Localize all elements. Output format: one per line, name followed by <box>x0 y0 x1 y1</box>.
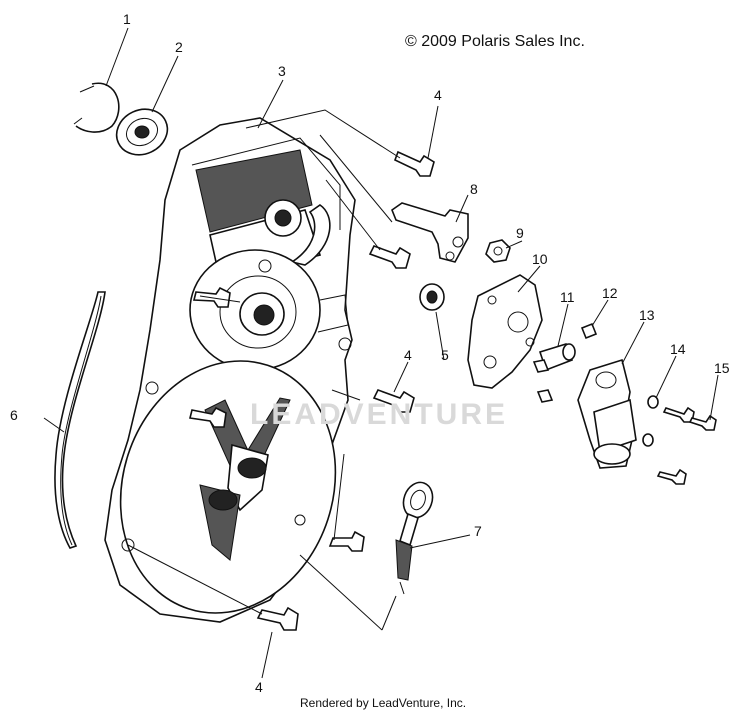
part-screws <box>532 322 598 403</box>
part-nut <box>485 239 511 263</box>
part-seal <box>115 108 169 156</box>
callout-1: 1 <box>123 11 131 27</box>
callout-4-top: 4 <box>434 87 442 103</box>
callout-5: 5 <box>441 347 449 363</box>
part-bolt-upper <box>393 150 435 177</box>
part-bolt-case <box>189 286 231 428</box>
copyright-text: © 2009 Polaris Sales Inc. <box>405 33 585 50</box>
callout-9: 9 <box>516 225 524 241</box>
part-bolt-right <box>372 389 415 413</box>
callout-8: 8 <box>470 181 478 197</box>
callout-13: 13 <box>639 307 655 323</box>
part-drive-belt <box>54 291 106 549</box>
callout-12: 12 <box>602 285 618 301</box>
part-bolt-lower <box>328 530 365 552</box>
callout-15: 15 <box>714 360 730 376</box>
leader-lines <box>43 27 719 679</box>
part-washers-right <box>642 395 717 485</box>
callout-labels: 1 2 3 4 4 4 5 6 7 8 9 10 11 12 13 14 15 <box>10 11 730 695</box>
part-bolt-bottom <box>256 606 299 631</box>
callout-2: 2 <box>175 39 183 55</box>
callout-7: 7 <box>474 523 482 539</box>
callout-14: 14 <box>670 341 686 357</box>
callout-4-bottom: 4 <box>255 679 263 695</box>
part-bolt-middle <box>368 245 411 269</box>
callout-3: 3 <box>278 63 286 79</box>
watermark-text: LEADVENTURE <box>250 398 509 431</box>
callout-11: 11 <box>560 289 575 305</box>
part-retaining-ring <box>73 82 120 133</box>
callout-4-middle: 4 <box>404 347 412 363</box>
part-main-case <box>104 117 356 623</box>
part-dipstick <box>395 481 434 595</box>
callout-6: 6 <box>10 407 18 423</box>
part-bracket <box>391 202 469 263</box>
part-washer <box>419 283 445 311</box>
footer-credit: Rendered by LeadVenture, Inc. <box>300 696 467 710</box>
part-actuator-motor <box>577 358 637 469</box>
part-mounting-plate <box>467 274 543 389</box>
callout-10: 10 <box>532 251 548 267</box>
